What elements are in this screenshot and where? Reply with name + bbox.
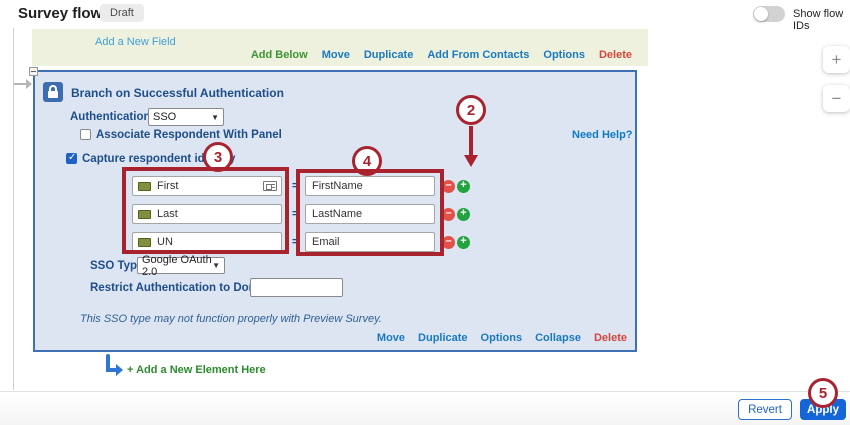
page-title: Survey flow [18,5,103,22]
top-bar: Survey flow Draft Show flow IDs [0,0,850,32]
show-flow-ids-toggle[interactable] [753,6,785,22]
restrict-domains-label: Restrict Authentication to Domain(s) [90,282,290,294]
delete-link[interactable]: Delete [598,49,632,61]
remove-row-button[interactable]: – [442,180,455,193]
sso-preview-note: This SSO type may not function properly … [80,313,382,325]
need-help-link[interactable]: Need Help? [572,129,633,141]
field-input-row2[interactable]: Last [132,204,282,224]
sso-type-label: SSO Type: [90,260,148,272]
toggle-knob-icon [754,7,768,21]
show-flow-ids-label: Show flow IDs [793,8,844,32]
restrict-domains-input[interactable] [250,278,343,297]
annotation-rect-values [296,169,444,256]
equals-sign: = [292,208,299,220]
associate-respondent-label: Associate Respondent With Panel [96,129,282,141]
contact-card-icon[interactable] [263,181,277,191]
add-element-arrow-icon [106,354,110,372]
field-panel-actions: Add Below Move Duplicate Add From Contac… [251,49,632,61]
add-new-element-link[interactable]: + Add a New Element Here [127,364,266,376]
move-link[interactable]: Move [376,332,406,344]
options-link[interactable]: Options [543,49,585,61]
embedded-data-icon [138,237,151,247]
annotation-circle-2: 2 [456,95,486,125]
lock-icon [43,82,63,102]
flow-tree-line [13,28,14,390]
add-element-arrow-icon [106,368,118,372]
remove-row-button[interactable]: – [442,236,455,249]
move-link[interactable]: Move [321,49,350,61]
annotation-circle-5: 5 [808,378,838,408]
remove-row-button[interactable]: – [442,208,455,221]
add-from-contacts-link[interactable]: Add From Contacts [427,49,530,61]
flow-branch-arrowhead-icon [26,79,32,89]
add-new-field-link[interactable]: Add a New Field [95,36,176,48]
value-input-row2[interactable]: LastName [305,204,435,224]
chevron-down-icon: ▼ [211,112,219,122]
add-below-link[interactable]: Add Below [250,49,308,61]
plus-icon: + [127,364,134,376]
annotation-arrowhead-icon [464,155,478,167]
associate-respondent-checkbox[interactable] [80,129,91,140]
revert-button[interactable]: Revert [738,399,792,420]
sso-type-select[interactable]: Google OAuth 2.0 ▼ [137,254,225,278]
authentication-type-select[interactable]: SSO ▼ [148,108,224,126]
capture-respondent-checkbox[interactable] [66,152,77,164]
duplicate-link[interactable]: Duplicate [363,49,414,61]
chevron-down-icon: ▼ [212,261,220,270]
footer-bar [0,392,850,425]
zoom-in-button[interactable]: + [823,46,850,73]
embedded-data-icon [138,209,151,219]
options-link[interactable]: Options [480,332,523,344]
add-row-button[interactable]: + [457,208,470,221]
branch-authentication-panel: Branch on Successful Authentication Auth… [29,67,637,352]
footer-divider [0,391,850,392]
add-row-button[interactable]: + [457,236,470,249]
annotation-arrow-icon [469,126,473,156]
duplicate-link[interactable]: Duplicate [418,332,468,344]
branch-panel-actions: Move Duplicate Options Collapse Delete [377,332,627,344]
value-input-row3[interactable]: Email [305,232,435,252]
zoom-out-button[interactable]: − [823,85,850,112]
add-row-button[interactable]: + [457,180,470,193]
field-input-row1[interactable]: First [132,176,282,196]
annotation-rect-fields [122,167,289,254]
delete-link[interactable]: Delete [593,332,627,344]
embedded-data-icon [138,181,151,191]
embedded-data-panel: Add a New Field Add Below Move Duplicate… [32,29,648,66]
equals-sign: = [292,236,299,248]
collapse-link[interactable]: Collapse [535,332,581,344]
add-element-arrowhead-icon [116,364,123,376]
branch-panel-title: Branch on Successful Authentication [71,86,284,100]
flow-branch-arrow-icon [14,83,26,85]
equals-sign: = [292,180,299,192]
draft-badge: Draft [100,4,144,22]
collapse-box-icon[interactable] [29,67,38,76]
capture-respondent-label: Capture respondent identify [82,153,236,165]
value-input-row1[interactable]: FirstName [305,176,435,196]
